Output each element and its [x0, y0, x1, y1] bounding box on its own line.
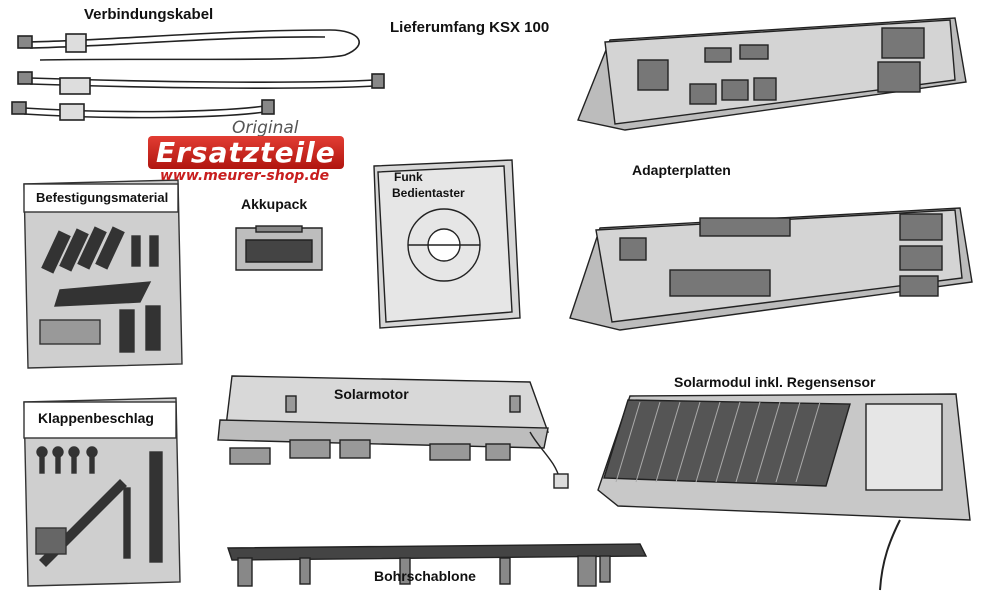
brand-logo: Original Ersatzteile www.meurer-shop.de [148, 118, 368, 188]
connection-cables-drawing [11, 29, 385, 121]
solar-label: Solarmodul inkl. Regensensor [674, 374, 876, 390]
battery-pack-drawing [235, 225, 323, 271]
logo-original-text: Original [232, 118, 299, 138]
hinge-label: Klappenbeschlag [38, 410, 154, 426]
remote-control-drawing [373, 159, 521, 329]
remote-label-line1: Funk [394, 170, 423, 184]
fastening-bag-drawing [23, 179, 183, 369]
drill-template-drawing [227, 543, 648, 587]
hinge-bag-drawing [23, 397, 181, 587]
adapter-plate-bottom-drawing [569, 207, 973, 331]
battery-label: Akkupack [241, 196, 308, 212]
solar-module-drawing [597, 393, 971, 591]
page-title: Lieferumfang KSX 100 [390, 19, 550, 36]
fastening-label: Befestigungsmaterial [36, 190, 169, 205]
solar-motor-drawing [217, 375, 569, 489]
logo-url-text: www.meurer-shop.de [160, 168, 330, 184]
adapter-plate-top-drawing [577, 17, 967, 131]
remote-label-line2: Bedientaster [392, 186, 465, 200]
template-label: Bohrschablone [374, 568, 476, 584]
cable-label: Verbindungskabel [84, 6, 214, 23]
motor-label: Solarmotor [334, 386, 409, 402]
adapter-label: Adapterplatten [632, 162, 731, 178]
logo-main-text: Ersatzteile [148, 136, 344, 169]
